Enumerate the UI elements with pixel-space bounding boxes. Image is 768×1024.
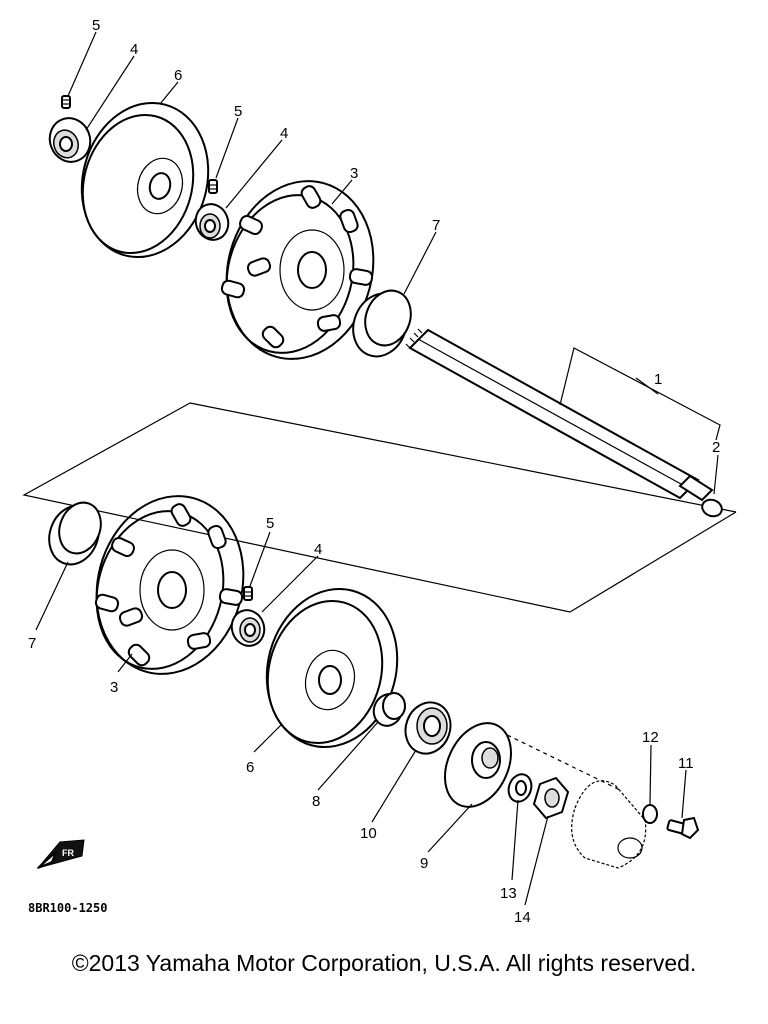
label-part-12: 12: [642, 729, 659, 746]
drive-shaft-part-1: [405, 328, 714, 502]
nut-part-14: [532, 776, 570, 820]
label-part-9: 9: [420, 855, 428, 872]
label-part-6: 6: [246, 759, 254, 776]
bearing-housing-part-9: [444, 722, 512, 808]
spacer-part-8: [372, 692, 406, 727]
copyright-notice: ©2013 Yamaha Motor Corporation, U.S.A. A…: [71, 950, 697, 976]
label-part-13: 13: [500, 885, 517, 902]
idler-wheel-part-6-upper: [80, 101, 210, 259]
label-part-7: 7: [432, 217, 440, 234]
label-part-14: 14: [514, 909, 531, 926]
diagram-code: 8BR100-1250: [28, 901, 107, 915]
label-part-10: 10: [360, 825, 377, 842]
collar-part-4-upper-left: [48, 117, 92, 163]
set-screw-part-5-upper-left: [61, 95, 71, 109]
label-part-8: 8: [312, 793, 320, 810]
shaft-plug-part-2: [701, 498, 723, 518]
label-part-11: 11: [678, 755, 694, 772]
collar-part-4-upper-middle: [194, 203, 230, 241]
leader-lines: [35, 31, 719, 906]
label-part-3: 3: [110, 679, 118, 696]
bolt-part-11: [666, 816, 700, 840]
bearing-part-10: [404, 701, 452, 755]
part-labels: 5 4 6 5 4 3 7 1 2 5 4 7 3 6 8 10 9 13 14…: [28, 17, 720, 926]
label-part-4: 4: [314, 541, 322, 558]
front-direction-icon: FR: [36, 839, 85, 869]
label-part-1: 1: [654, 371, 662, 388]
set-screw-part-5-upper-middle: [208, 179, 218, 194]
spacer-ring-part-7-upper: [352, 289, 412, 358]
drive-sprocket-part-3-lower: [94, 495, 245, 675]
label-part-2: 2: [712, 439, 720, 456]
label-part-7: 7: [28, 635, 36, 652]
spacer-ring-part-7-lower: [48, 501, 102, 566]
idler-wheel-part-6-lower: [265, 587, 399, 749]
label-part-4: 4: [130, 41, 138, 58]
label-part-3: 3: [350, 165, 358, 182]
mounting-bracket: [571, 780, 647, 869]
lock-washer-part-12: [642, 804, 658, 824]
set-screw-part-5-lower: [243, 586, 253, 601]
drive-sprocket-part-3-upper: [220, 180, 375, 360]
assembly-guide-lines: [22, 402, 737, 791]
collar-part-4-lower: [230, 609, 266, 647]
washer-part-13: [507, 773, 533, 803]
label-part-4: 4: [280, 125, 288, 142]
label-part-6: 6: [174, 67, 182, 84]
svg-text:FR: FR: [62, 848, 74, 858]
label-part-5: 5: [234, 103, 242, 120]
label-part-5: 5: [266, 515, 274, 532]
label-part-5: 5: [92, 17, 100, 34]
